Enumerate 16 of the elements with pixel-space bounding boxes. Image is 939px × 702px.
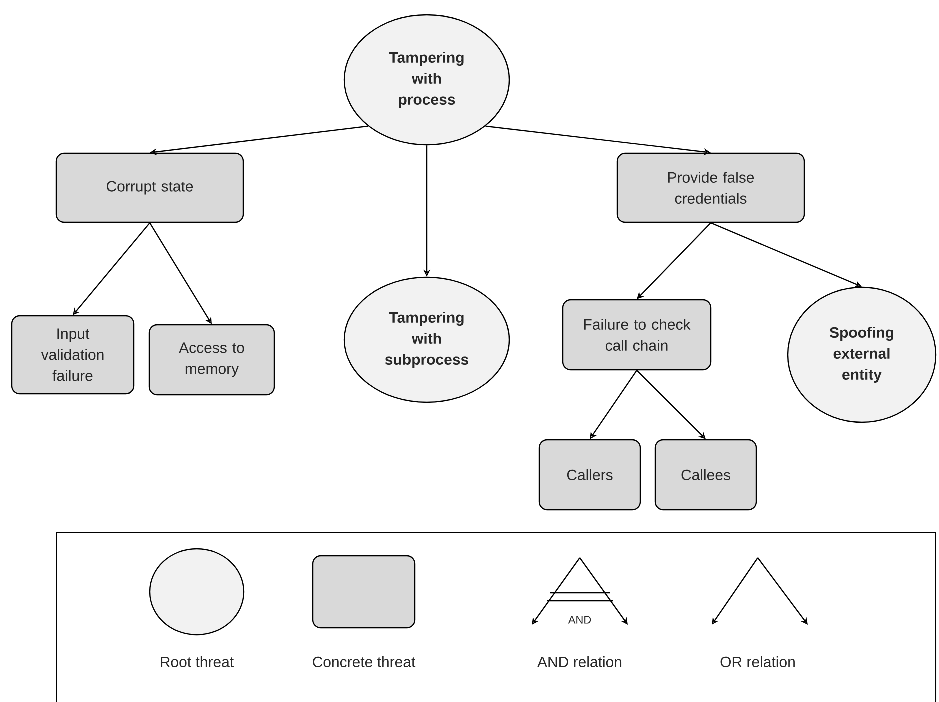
legend-label: Root threat (161, 656, 234, 668)
concrete-threat-box: Failure to check call chain (562, 299, 712, 371)
concrete-threat-box: Callees (654, 439, 758, 511)
rounded-box-sample (312, 555, 416, 629)
and-label: AND (568, 616, 592, 624)
ellipse-sample (149, 548, 245, 636)
concrete-threat-box: Provide false credentials (616, 152, 806, 224)
concrete-threat-box: Access to memory (148, 324, 276, 396)
concrete-threat-box: Input validation failure (11, 315, 135, 395)
legend-label: Concrete threat (313, 656, 416, 668)
legend-label: AND relation (538, 656, 622, 668)
concrete-threat-box: Corrupt state (56, 152, 244, 224)
legend-label: OR relation (720, 656, 795, 668)
arrow (637, 222, 712, 300)
concrete-threat-box: Callers (538, 439, 642, 511)
arrow (636, 370, 706, 440)
